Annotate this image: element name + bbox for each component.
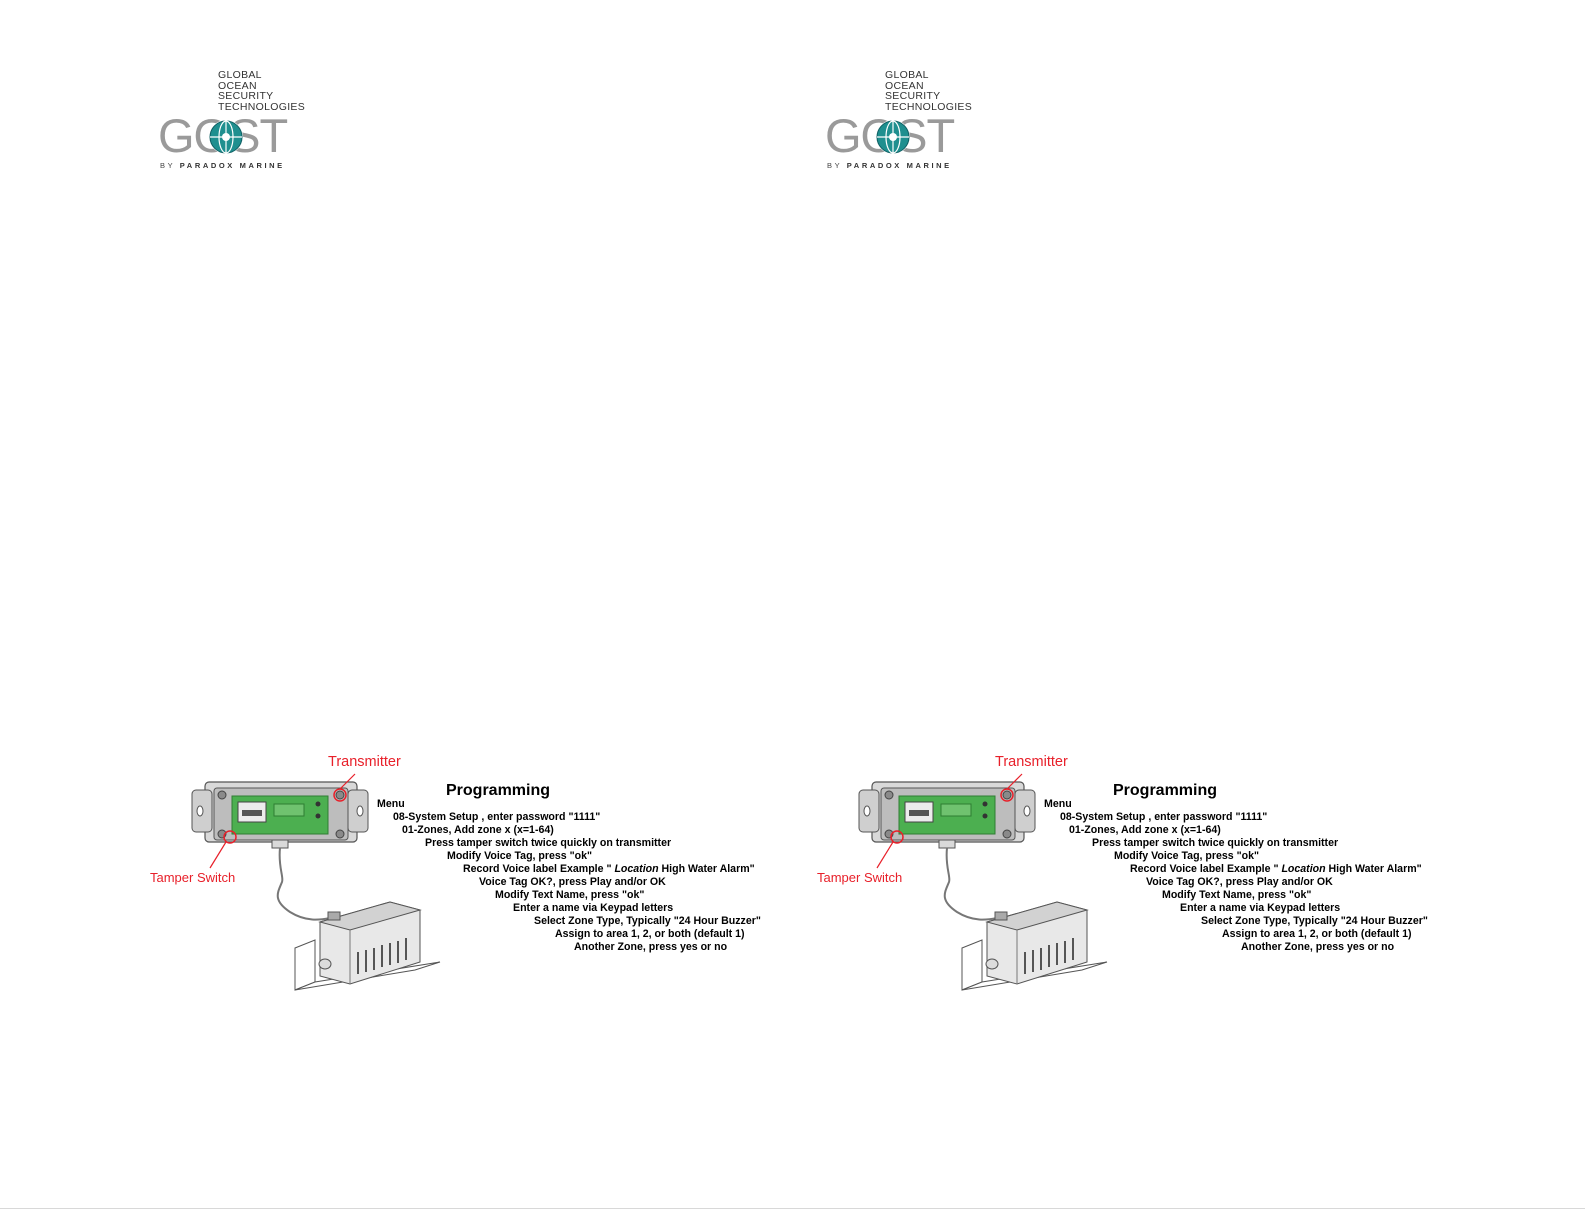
step-item: Modify Text Name, press "ok" <box>495 889 645 901</box>
logo-byline: BY PARADOX MARINE <box>160 161 285 170</box>
transmitter-diagram <box>858 773 1108 991</box>
step-item: Another Zone, press yes or no <box>1241 941 1395 953</box>
programming-title: Programming <box>446 782 551 799</box>
step-item: Assign to area 1, 2, or both (default 1) <box>1222 928 1412 940</box>
logo-tagline-line: OCEAN <box>885 79 924 92</box>
step-item: 01-Zones, Add zone x (x=1-64) <box>402 824 554 836</box>
step-item: Menu <box>377 798 405 810</box>
logo-tagline-line: GLOBAL <box>218 69 262 81</box>
step-item: Press tamper switch twice quickly on tra… <box>1092 837 1339 849</box>
step-item: Voice Tag OK?, press Play and/or OK <box>1146 876 1333 888</box>
step-item: Press tamper switch twice quickly on tra… <box>425 837 672 849</box>
logo-tagline-line: GLOBAL <box>885 69 929 81</box>
transmitter-diagram <box>191 773 441 991</box>
step-item: Menu <box>1044 798 1072 810</box>
logo-tagline-line: TECHNOLOGIES <box>218 100 306 113</box>
step-italic: Location <box>1281 863 1326 875</box>
step-text: High Water Alarm" <box>658 863 755 875</box>
step-item: 08-System Setup , enter password "1111" <box>1060 811 1268 823</box>
step-item: Assign to area 1, 2, or both (default 1) <box>555 928 745 940</box>
programming-figure: Transmitter Tamper Switch Programming Me… <box>150 752 770 1012</box>
logo-tagline-line: TECHNOLOGIES <box>885 100 973 113</box>
step-item: Voice Tag OK?, press Play and/or OK <box>479 876 666 888</box>
logo-tagline: GLOBAL OCEAN SECURITY TECHNOLOGIES <box>218 70 305 112</box>
step-item: Record Voice label Example " Location Hi… <box>463 863 755 875</box>
logo-byline-brand: PARADOX MARINE <box>846 161 952 170</box>
step-item: Modify Voice Tag, press "ok" <box>447 850 593 862</box>
logo-tagline-line: OCEAN <box>218 79 257 92</box>
step-text: High Water Alarm" <box>1325 863 1422 875</box>
step-item: Select Zone Type, Typically "24 Hour Buz… <box>1201 915 1428 927</box>
step-text: Record Voice label Example " <box>463 863 615 875</box>
logo-byline-prefix: BY <box>827 161 843 170</box>
gost-logo: GLOBAL OCEAN SECURITY TECHNOLOGIES GOST … <box>158 68 320 172</box>
logo-byline: BY PARADOX MARINE <box>827 161 952 170</box>
step-item: Enter a name via Keypad letters <box>513 902 674 914</box>
tamper-switch-callout: Tamper Switch <box>817 870 903 885</box>
step-item: Record Voice label Example " Location Hi… <box>1130 863 1422 875</box>
page-right: GLOBAL OCEAN SECURITY TECHNOLOGIES GOST … <box>667 0 1459 1225</box>
logo-tagline-line: SECURITY <box>885 90 941 103</box>
globe-icon <box>209 120 243 154</box>
step-item: 08-System Setup , enter password "1111" <box>393 811 601 823</box>
logo-tagline-line: SECURITY <box>218 90 274 103</box>
step-item: Enter a name via Keypad letters <box>1180 902 1341 914</box>
step-italic: Location <box>614 863 659 875</box>
gost-logo: GLOBAL OCEAN SECURITY TECHNOLOGIES GOST … <box>825 68 987 172</box>
logo-byline-prefix: BY <box>160 161 176 170</box>
logo-tagline: GLOBAL OCEAN SECURITY TECHNOLOGIES <box>885 70 972 112</box>
programming-figure: Transmitter Tamper Switch Programming Me… <box>817 752 1437 1012</box>
logo-byline-brand: PARADOX MARINE <box>179 161 285 170</box>
step-item: Modify Text Name, press "ok" <box>1162 889 1312 901</box>
step-text: Record Voice label Example " <box>1130 863 1282 875</box>
step-item: Modify Voice Tag, press "ok" <box>1114 850 1260 862</box>
tamper-switch-callout: Tamper Switch <box>150 870 236 885</box>
step-item: Another Zone, press yes or no <box>574 941 728 953</box>
step-item: Select Zone Type, Typically "24 Hour Buz… <box>534 915 761 927</box>
programming-title: Programming <box>1113 782 1218 799</box>
transmitter-callout: Transmitter <box>328 754 401 770</box>
globe-icon <box>876 120 910 154</box>
page-bottom-rule <box>0 1208 1585 1209</box>
transmitter-callout: Transmitter <box>995 754 1068 770</box>
step-item: 01-Zones, Add zone x (x=1-64) <box>1069 824 1221 836</box>
page-left: GLOBAL OCEAN SECURITY TECHNOLOGIES GOST … <box>0 0 792 1225</box>
